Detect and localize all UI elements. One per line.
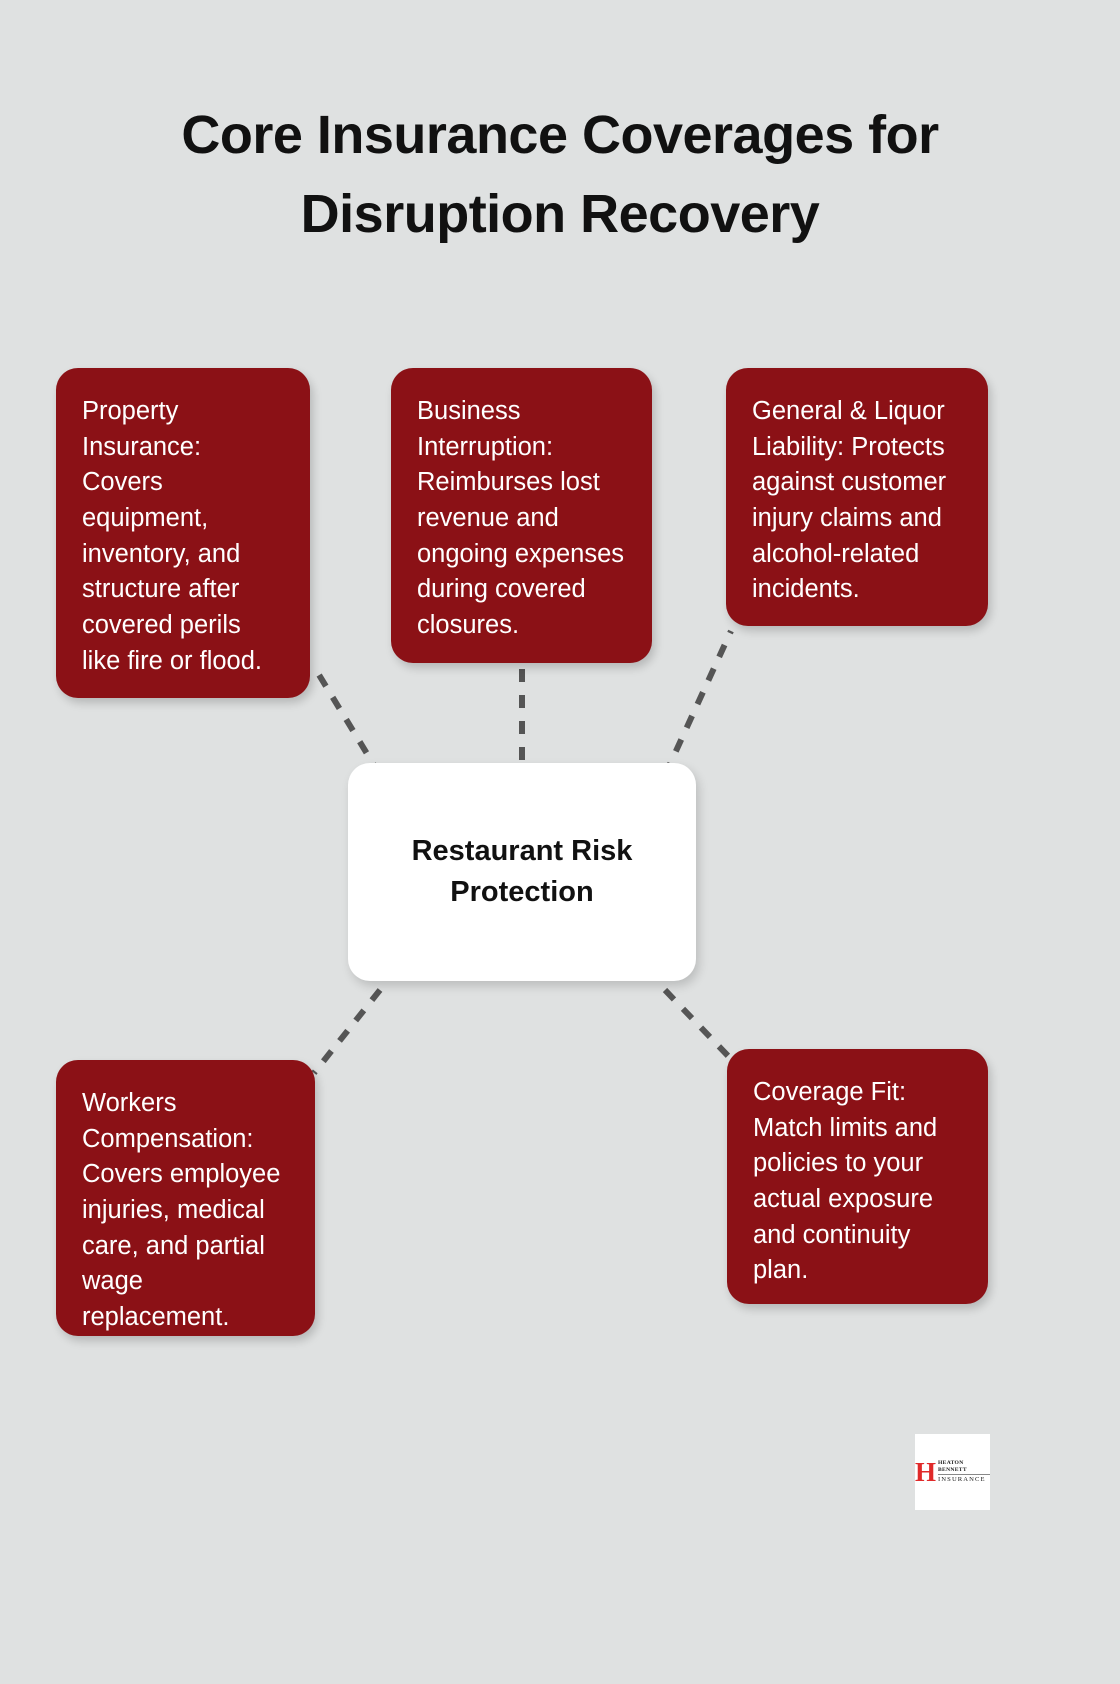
connector-center-to-liability bbox=[662, 629, 734, 777]
card-property-insurance-text: Property Insurance: Covers equipment, in… bbox=[82, 397, 262, 675]
center-node-label: Restaurant Risk Protection bbox=[411, 834, 633, 908]
center-node-restaurant-risk-protection: Restaurant Risk Protection bbox=[348, 763, 696, 981]
card-business-interruption: Business Interruption: Reimburses lost r… bbox=[391, 368, 652, 663]
card-coverage-fit-text: Coverage Fit: Match limits and policies … bbox=[753, 1078, 938, 1285]
connector-center-to-coverage bbox=[662, 987, 734, 1062]
brand-logo: H HEATON BENNETT INSURANCE bbox=[915, 1434, 990, 1510]
connector-center-to-workers bbox=[311, 988, 383, 1075]
card-coverage-fit: Coverage Fit: Match limits and policies … bbox=[727, 1049, 988, 1304]
card-business-interruption-text: Business Interruption: Reimburses lost r… bbox=[417, 397, 625, 640]
logo-wordmark: HEATON BENNETT INSURANCE bbox=[938, 1460, 990, 1484]
card-general-liquor-liability-text: General & Liquor Liability: Protects aga… bbox=[752, 397, 947, 604]
logo-monogram-h: H bbox=[915, 1456, 937, 1487]
logo-line-heaton-bennett: HEATON BENNETT bbox=[938, 1460, 967, 1474]
card-workers-compensation: Workers Compensation: Covers employee in… bbox=[56, 1060, 315, 1336]
logo-inner: H HEATON BENNETT INSURANCE bbox=[915, 1456, 990, 1487]
card-workers-compensation-text: Workers Compensation: Covers employee in… bbox=[82, 1089, 281, 1332]
logo-line-insurance: INSURANCE bbox=[938, 1474, 990, 1484]
card-property-insurance: Property Insurance: Covers equipment, in… bbox=[56, 368, 310, 698]
page-title: Core Insurance Coverages for Disruption … bbox=[181, 105, 939, 245]
connector-center-to-property bbox=[310, 663, 383, 777]
card-general-liquor-liability: General & Liquor Liability: Protects aga… bbox=[726, 368, 988, 626]
